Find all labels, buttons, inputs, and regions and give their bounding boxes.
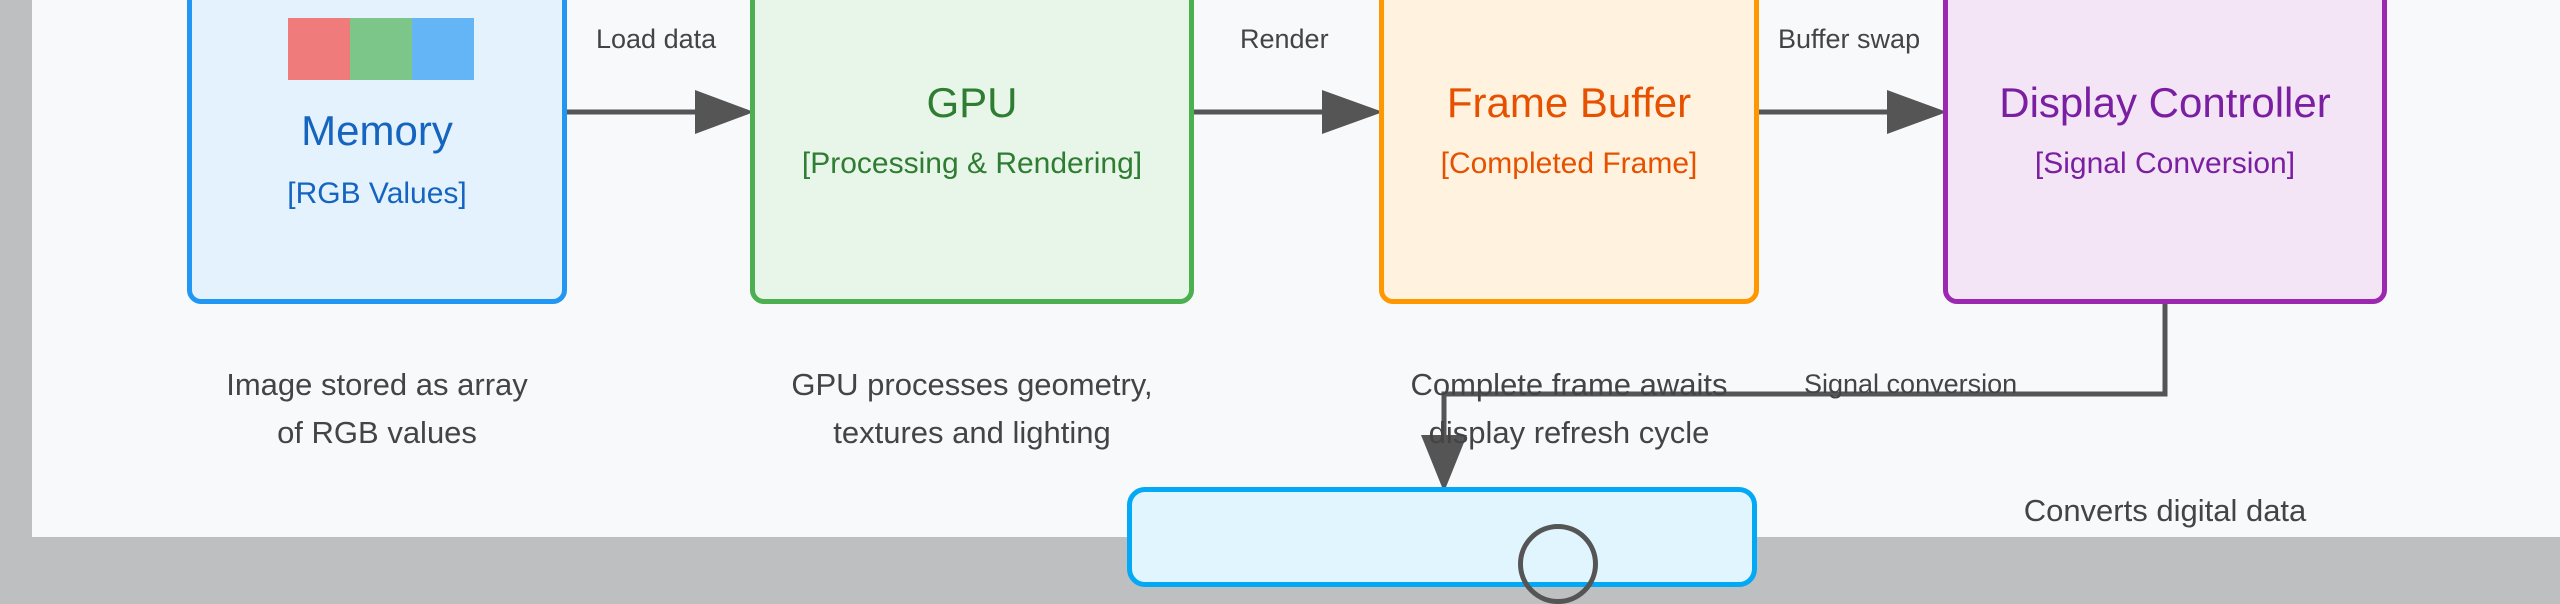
caption-memory-line-1: Image stored as array (226, 367, 528, 402)
display-controller-subtitle: [Signal Conversion] (2034, 147, 2296, 180)
connector-layer (567, 90, 2168, 492)
caption-gpu: GPU processes geometry, textures and lig… (752, 361, 1192, 457)
edge-label-render: Render (1240, 24, 1329, 54)
arrow-display-controller-to-display (1441, 304, 2168, 440)
caption-gpu-line-1: GPU processes geometry, (791, 367, 1153, 402)
memory-node: Memory [RGB Values] (187, 0, 567, 304)
frame-buffer-node: Frame Buffer [Completed Frame] (1379, 0, 1759, 304)
gpu-subtitle: [Processing & Rendering] (801, 147, 1143, 180)
display-controller-node: Display Controller [Signal Conversion] (1943, 0, 2387, 304)
caption-display-controller: Converts digital data (1945, 487, 2385, 535)
frame-buffer-subtitle: [Completed Frame] (1440, 147, 1698, 180)
edge-label-signal-conversion: Signal conversion (1804, 369, 2018, 399)
green-swatch (350, 18, 412, 80)
memory-subtitle: [RGB Values] (287, 177, 467, 210)
caption-display-controller-line-1: Converts digital data (2023, 493, 2307, 528)
arrowhead-gpu-to-frame-buffer (1322, 90, 1383, 134)
display-node (1127, 487, 1757, 604)
blue-swatch (412, 18, 474, 80)
display-icon (1518, 524, 1598, 604)
caption-frame-buffer: Complete frame awaits display refresh cy… (1349, 361, 1789, 457)
edge-label-load-data: Load data (596, 24, 717, 54)
rgb-swatches (288, 18, 474, 80)
arrowhead-display-controller-to-display (1421, 435, 1467, 492)
display-controller-title: Display Controller (1999, 79, 2331, 126)
caption-gpu-line-2: textures and lighting (833, 415, 1111, 450)
red-swatch (288, 18, 350, 80)
arrowhead-memory-to-gpu (695, 90, 754, 134)
gpu-node: GPU [Processing & Rendering] (750, 0, 1194, 304)
gpu-title: GPU (926, 79, 1018, 126)
caption-frame-buffer-line-2: display refresh cycle (1428, 415, 1710, 450)
caption-frame-buffer-line-1: Complete frame awaits (1410, 367, 1728, 402)
arrowhead-frame-buffer-to-display-controller (1887, 90, 1947, 134)
caption-memory-line-2: of RGB values (277, 415, 477, 450)
memory-title: Memory (301, 107, 453, 154)
caption-memory: Image stored as array of RGB values (157, 361, 597, 457)
frame-buffer-title: Frame Buffer (1446, 79, 1692, 126)
edge-label-buffer-swap: Buffer swap (1778, 24, 1921, 54)
